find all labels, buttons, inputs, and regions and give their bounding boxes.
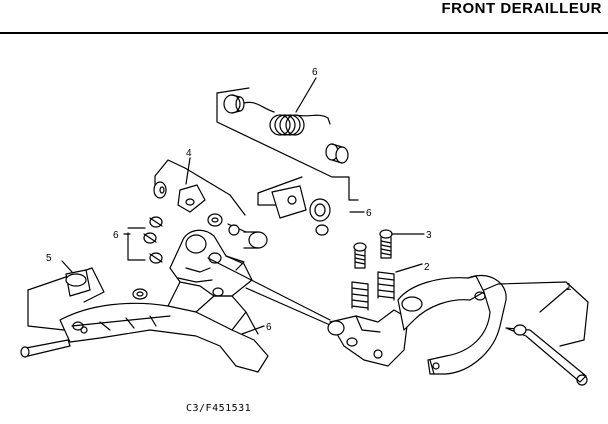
spring-bushing-left <box>223 94 245 114</box>
spring-bushing-right <box>325 143 349 164</box>
limit-screws <box>353 229 425 269</box>
callout-6-left: 6 <box>113 230 119 241</box>
callout-6-right: 6 <box>366 208 372 219</box>
leader-lines <box>207 257 331 326</box>
callout-leaders <box>61 77 569 335</box>
pivot-pins <box>153 181 268 249</box>
washer <box>132 288 148 300</box>
callout-6-cage: 6 <box>266 322 272 333</box>
clamp-bolt-group <box>483 281 589 386</box>
pivot-pin-outline <box>154 159 246 216</box>
callout-5: 5 <box>46 253 52 264</box>
callout-1: 1 <box>566 282 572 293</box>
derailleur-body <box>169 229 253 297</box>
header-rule <box>0 32 608 34</box>
circlip-group <box>127 216 163 264</box>
cage-bolt <box>20 339 71 358</box>
callout-3: 3 <box>426 230 432 241</box>
limit-springs <box>351 263 423 311</box>
figure-caption: C3/F451531 <box>186 403 252 414</box>
torsion-spring <box>243 101 331 136</box>
link-pieces <box>271 185 331 236</box>
cage-bolt-group <box>27 267 105 334</box>
callout-4: 4 <box>186 148 192 159</box>
page-title: FRONT DERAILLEUR <box>441 0 602 17</box>
callout-2: 2 <box>424 262 430 273</box>
clamp-mount-block <box>327 309 409 367</box>
chain-guide-cage <box>59 281 269 373</box>
callout-6-top: 6 <box>312 67 318 78</box>
clamp-band <box>397 274 507 375</box>
